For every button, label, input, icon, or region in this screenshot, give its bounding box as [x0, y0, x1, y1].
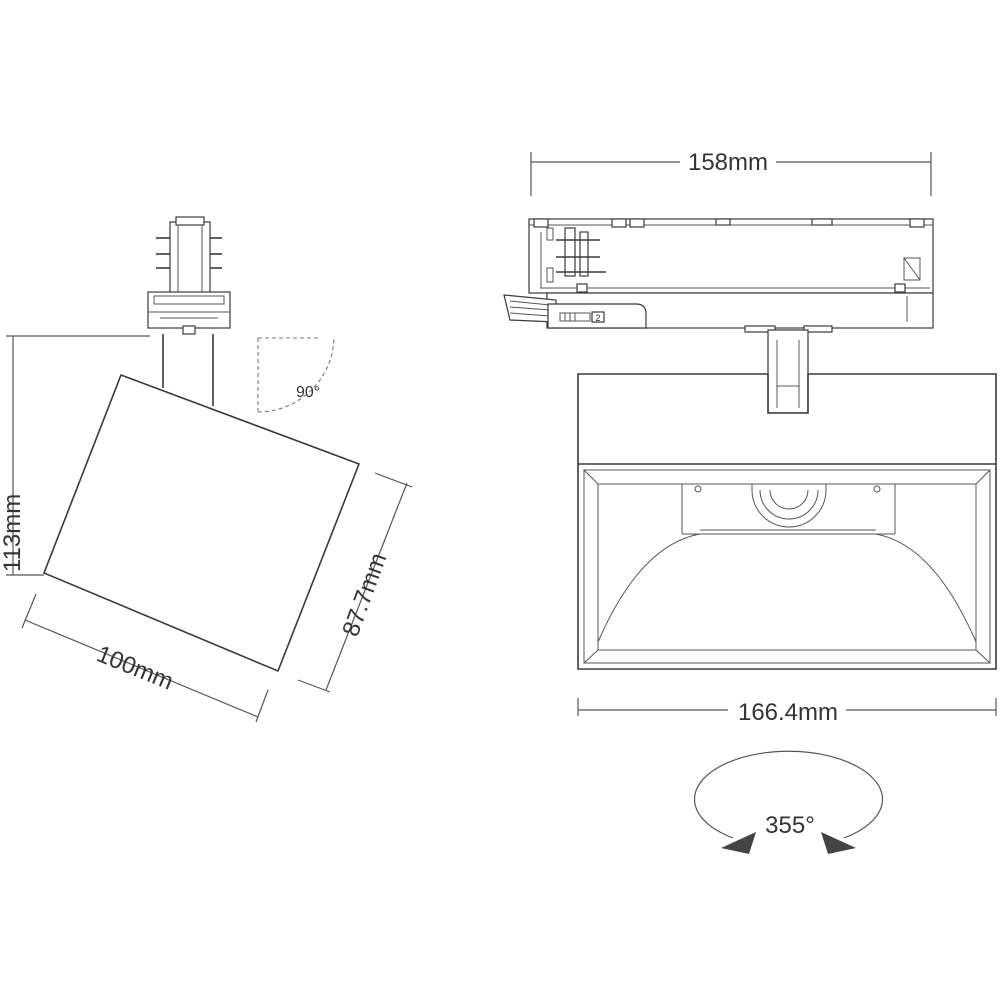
side-track-adapter: [147, 216, 231, 335]
length-dimension-line: [21, 593, 269, 723]
rotation-indicator: [693, 750, 884, 854]
track-length-label: 158mm: [688, 149, 768, 176]
head-width-label: 166.4mm: [738, 699, 838, 726]
front-lamp-head: [577, 373, 997, 670]
tilt-angle-indicator: [257, 335, 335, 413]
front-track-adapter: [528, 218, 934, 294]
height-dimension-line: [6, 335, 150, 576]
front-stem: [767, 329, 809, 414]
tilt-angle-label: 90°: [296, 384, 320, 401]
side-stem: [162, 334, 214, 406]
front-view: 158mm: [503, 148, 997, 854]
depth-dimension-line: [297, 472, 413, 693]
front-adapter-bar: [503, 292, 934, 333]
depth-dimension-label: 87.7mm: [337, 549, 392, 640]
adapter-marking-label: 2: [595, 313, 600, 323]
side-lamp-head: [42, 373, 361, 673]
length-dimension-label: 100mm: [93, 641, 177, 696]
rotation-arrow-right-icon: [821, 832, 856, 854]
side-view: 90° 113mm 100mm 87.7mm: [0, 216, 413, 723]
adapter-marking-box: [591, 311, 605, 323]
height-dimension-label: 113mm: [0, 494, 26, 572]
rotation-angle-label: 355°: [765, 812, 815, 839]
rotation-arrow-left-icon: [721, 832, 756, 854]
